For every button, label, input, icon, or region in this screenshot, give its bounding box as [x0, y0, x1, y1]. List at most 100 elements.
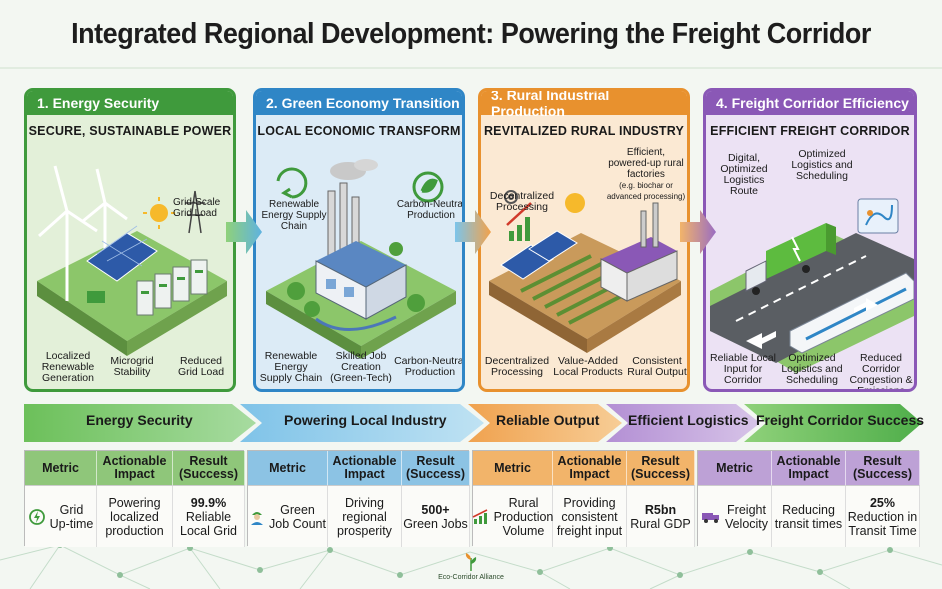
energy-scene-illustration	[37, 165, 227, 356]
label-optimized-logistics: Optimized Logistics and Scheduling	[781, 352, 843, 386]
power-tower-icon	[185, 190, 205, 234]
map-route-icon	[857, 198, 899, 234]
panel-heading: 4. Freight Corridor Efficiency	[706, 91, 914, 115]
metrics-table-jobs: Metric Actionable Impact Result (Success…	[247, 450, 470, 547]
flow-arrow-2-icon	[455, 210, 491, 254]
freight-scene-illustration	[710, 198, 914, 373]
page-title-bar: Integrated Regional Development: Powerin…	[0, 0, 942, 68]
ribbon-label-5: Freight Corridor Success	[756, 412, 925, 428]
panel-subheading: SECURE, SUSTAINABLE POWER	[28, 124, 232, 138]
table-header-result: Result (Success)	[846, 451, 920, 485]
label-skilled-job-creation: Skilled Job Creation (Green-Tech)	[330, 350, 392, 384]
table-cell-metric: Grid Up-time	[25, 485, 97, 547]
panel-heading: 3. Rural Industrial Production	[481, 91, 687, 119]
solar-panel-icon	[500, 230, 578, 280]
label-consistent-rural-output: Consistent Rural Output	[627, 355, 687, 378]
label-microgrid-stability: Microgrid Stability	[110, 355, 154, 378]
recycle-icon	[276, 167, 308, 199]
ribbon-segment-2	[240, 404, 484, 442]
label-carbon-neutral-production: Carbon-Neutral Production	[394, 355, 465, 378]
label-digital-route: Digital, Optimized Logistics Route	[720, 152, 768, 197]
panel-green-economy: 2. Green Economy Transition LOCAL ECONOM…	[253, 88, 465, 392]
ribbon-segment-1	[24, 404, 256, 442]
table-header-impact: Actionable Impact	[772, 451, 846, 485]
label-efficient-factories: Efficient, powered-up rural factories(e.…	[606, 147, 686, 201]
field-rows-icon	[520, 254, 640, 325]
label-value-added-products: Value-Added Local Products	[553, 355, 623, 378]
sun-icon	[565, 193, 585, 213]
table-header-impact: Actionable Impact	[328, 451, 402, 485]
power-gauge-icon	[28, 508, 46, 526]
table-cell-impact: Powering localized production	[97, 485, 173, 547]
direction-arrow-icon	[746, 298, 878, 349]
table-cell-result: 25%Reduction in Transit Time	[846, 485, 920, 547]
table-cell-metric: Rural Production Volume	[472, 485, 553, 547]
table-header-metric: Metric	[248, 451, 328, 485]
table-header-result: Result (Success)	[627, 451, 695, 485]
label-supply-chain-top: Renewable Energy Supply Chain	[261, 199, 327, 232]
table-header-result: Result (Success)	[402, 451, 470, 485]
label-reduced-grid-load: Reduced Grid Load	[177, 355, 225, 378]
pipeline-icon	[315, 315, 397, 331]
panel-rural-industrial: 3. Rural Industrial Production REVITALIZ…	[478, 88, 690, 392]
eco-corridor-logo-icon	[465, 553, 477, 571]
ribbon-label-3: Reliable Output	[496, 412, 600, 428]
factory-scene-illustration	[266, 159, 456, 359]
wind-turbine-icon	[38, 165, 128, 301]
tree-icon	[287, 242, 425, 317]
label-renewable-supply-chain: Renewable Energy Supply Chain	[259, 350, 323, 384]
table-cell-result: 500+Green Jobs	[402, 485, 470, 547]
truck-icon	[701, 510, 721, 524]
footer-brand: Eco-Corridor Alliance	[438, 574, 504, 581]
gear-icon	[504, 190, 518, 204]
ribbon-label-2: Powering Local Industry	[284, 412, 447, 428]
label-localized-generation: Localized Renewable Generation	[41, 350, 95, 384]
panel-heading: 2. Green Economy Transition	[256, 91, 462, 115]
table-header-metric: Metric	[25, 451, 97, 485]
ribbon-segment-3	[468, 404, 622, 442]
growth-chart-icon	[506, 202, 532, 241]
label-grid-scale: Grid-Scale Grid Load	[173, 197, 221, 219]
ribbon-label-4: Efficient Logistics	[628, 412, 749, 428]
table-cell-result: 99.9%Reliable Local Grid	[173, 485, 245, 547]
progress-ribbon	[24, 404, 922, 442]
table-header-result: Result (Success)	[173, 451, 245, 485]
ribbon-label-1: Energy Security	[86, 412, 193, 428]
sun-icon	[143, 197, 175, 229]
inverter-icon	[87, 291, 105, 303]
train-icon	[789, 272, 914, 354]
metrics-table-rural: Metric Actionable Impact Result (Success…	[472, 450, 695, 547]
panel-energy-security: 1. Energy Security SECURE, SUSTAINABLE P…	[24, 88, 236, 392]
smokestack-icon	[327, 159, 378, 262]
table-cell-impact: Providing consistent freight input	[553, 485, 627, 547]
label-carbon-neutral-top: Carbon-Neutral Production	[396, 199, 465, 221]
battery-storage-icon	[136, 259, 208, 316]
growth-chart-icon	[472, 508, 490, 525]
leaf-cycle-icon	[412, 171, 444, 203]
table-header-metric: Metric	[473, 451, 553, 485]
truck-icon	[745, 223, 836, 295]
table-cell-impact: Driving regional prosperity	[328, 485, 402, 547]
panel-freight-corridor: 4. Freight Corridor Efficiency EFFICIENT…	[703, 88, 917, 392]
table-header-metric: Metric	[698, 451, 772, 485]
flow-arrow-3-icon	[680, 210, 716, 254]
ribbon-segment-4	[606, 404, 760, 442]
label-decentralized-top: Decentralized Processing	[489, 190, 555, 213]
metrics-table-freight: Metric Actionable Impact Result (Success…	[697, 450, 920, 547]
panel-subheading: REVITALIZED RURAL INDUSTRY	[483, 124, 685, 138]
metrics-table-energy: Metric Actionable Impact Result (Success…	[24, 450, 245, 547]
table-cell-impact: Reducing transit times	[772, 485, 846, 547]
panel-subheading: LOCAL ECONOMIC TRANSFORM	[257, 124, 461, 138]
rural-scene-illustration	[489, 190, 681, 353]
label-optimized-scheduling-top: Optimized Logistics and Scheduling	[791, 148, 853, 182]
table-cell-metric: Green Job Count	[248, 485, 328, 547]
factory-building-icon	[315, 241, 407, 320]
solar-panel-icon	[86, 225, 158, 282]
label-reduced-congestion: Reduced Corridor Congestion & Emissions	[849, 352, 913, 392]
panel-heading: 1. Energy Security	[27, 91, 233, 115]
table-header-impact: Actionable Impact	[553, 451, 627, 485]
flow-arrow-1-icon	[226, 210, 262, 254]
table-header-impact: Actionable Impact	[97, 451, 173, 485]
